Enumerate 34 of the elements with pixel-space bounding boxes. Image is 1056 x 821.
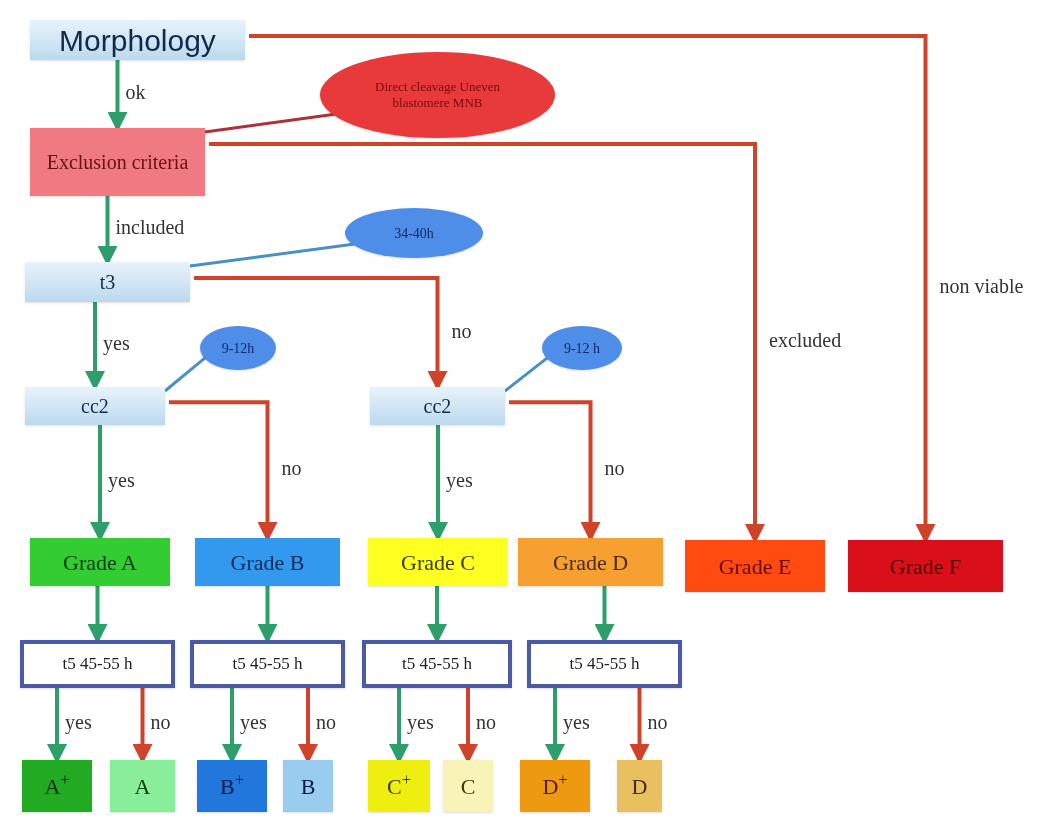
process-box: t3 <box>25 262 190 302</box>
time-ellipse: 34-40h <box>345 208 483 258</box>
edge-label: excluded <box>767 330 844 350</box>
connector-line <box>164 356 207 393</box>
grade-box: Grade D <box>518 538 663 586</box>
criterion-box: t5 45-55 h <box>190 640 345 688</box>
time-ellipse: 9-12 h <box>542 326 622 370</box>
grade-box: Grade A <box>30 538 170 586</box>
grade-box: Grade B <box>195 538 340 586</box>
process-box: cc2 <box>370 387 505 425</box>
criteria-ellipse: Direct cleavage Uneven blastomere MNB <box>320 52 555 138</box>
edge-label: non viable <box>937 276 1026 296</box>
edge-label: included <box>113 217 187 237</box>
process-box: Morphology <box>30 20 245 60</box>
connector-line <box>189 242 355 268</box>
criterion-box: t5 45-55 h <box>527 640 682 688</box>
edge-label: ok <box>123 82 148 102</box>
criterion-box: t5 45-55 h <box>20 640 175 688</box>
grade-box: Grade C <box>368 538 508 586</box>
criterion-box: t5 45-55 h <box>362 640 512 688</box>
process-box: cc2 <box>25 387 165 425</box>
grade-box: Grade E <box>685 540 825 592</box>
connector-line <box>504 356 549 393</box>
time-ellipse: 9-12h <box>200 326 276 370</box>
result-box: B$^{+}$ <box>197 760 267 812</box>
result-box: D$^{+}$ <box>520 760 590 812</box>
result-box: B <box>283 760 333 812</box>
result-box: D <box>617 760 662 812</box>
process-box: Exclusion criteria <box>30 128 205 196</box>
grade-box: Grade F <box>848 540 1003 592</box>
result-box: C$^{+}$ <box>368 760 430 812</box>
result-box: A <box>110 760 175 812</box>
result-box: C <box>443 760 493 812</box>
result-box: A$^{+}$ <box>22 760 92 812</box>
